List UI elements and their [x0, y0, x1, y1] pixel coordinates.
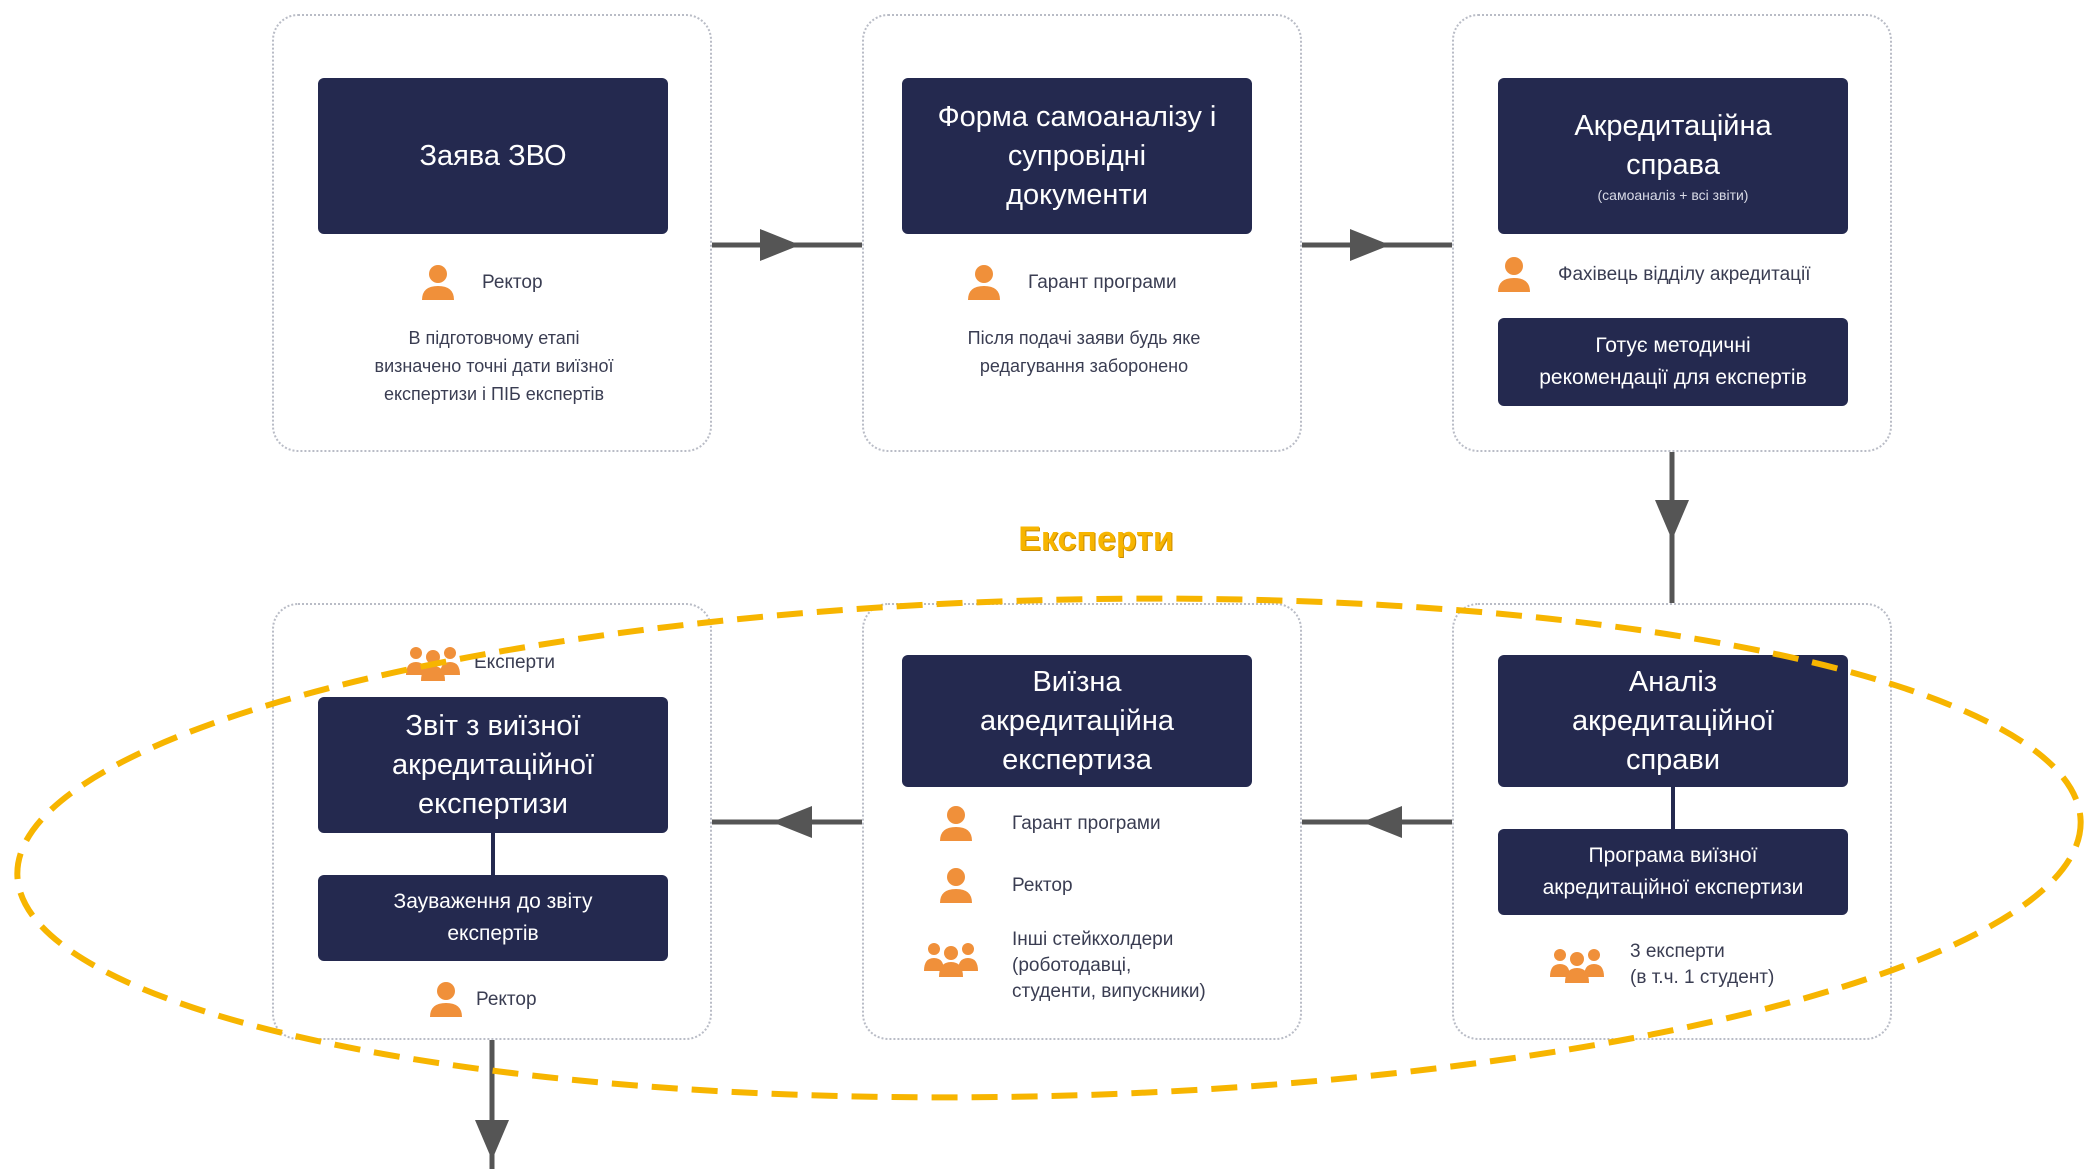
stage-5-role-2-label: Ректор: [1012, 875, 1073, 896]
stage-5-title-line: Виїзна: [1032, 665, 1122, 698]
stage-4-subbox-line: Програма виїзної: [1588, 844, 1758, 867]
arrow-2-to-3: [1302, 229, 1452, 261]
stage-3-subbox-line: рекомендації для експертів: [1539, 366, 1807, 389]
stage-3-title-line: Акредитаційна: [1574, 110, 1772, 142]
group-icon: [406, 647, 460, 681]
stage-4-group-label: 3 експерти (в т.ч. 1 студент): [1630, 939, 1774, 991]
stage-6-group: Експерти: [404, 645, 555, 681]
person-icon: [1498, 257, 1530, 292]
stage-5-title-line: експертиза: [1002, 743, 1152, 776]
stage-6-role: Ректор: [428, 981, 537, 1019]
stage-2-box: Форма самоаналізу і супровідні документи: [902, 78, 1252, 234]
stage-1-note: В підготовчому етапі визначено точні дат…: [294, 324, 694, 408]
stage-1-note-line: експертизи і ПІБ експертів: [383, 384, 605, 404]
stage-6-title-line: Звіт з виїзної: [405, 709, 581, 742]
stage-4-subbox: Програма виїзної акредитаційної експерти…: [1498, 829, 1848, 915]
stage-5-group: Інші стейкхолдери (роботодавці, студенти…: [922, 927, 1206, 1005]
stage-6-group-label: Експерти: [474, 652, 556, 673]
stage-1-role-label: Ректор: [482, 272, 543, 293]
stage-3-title-line: справа: [1626, 149, 1720, 181]
arrow-1-to-2: [712, 229, 862, 261]
stage-2-note-line: Після подачі заяви будь яке: [967, 328, 1201, 348]
stage-4-group-line: 3 експерти: [1630, 941, 1725, 962]
stage-4-group-line: (в т.ч. 1 студент): [1630, 967, 1775, 988]
stage-2-title-line: документи: [1006, 178, 1148, 211]
stage-2-title-line: Форма самоаналізу і: [937, 100, 1217, 133]
person-icon: [422, 265, 454, 300]
stage-5-role-1: Гарант програми: [938, 805, 1161, 843]
stage-3-box: Акредитаційна справа (самоаналіз + всі з…: [1498, 78, 1848, 234]
stage-4-subbox-line: акредитаційної експертизи: [1542, 876, 1804, 899]
stage-4-box: Аналіз акредитаційної справи: [1498, 655, 1848, 787]
stage-2-panel: Форма самоаналізу і супровідні документи…: [862, 14, 1302, 452]
stage-5-role-2: Ректор: [938, 867, 1073, 905]
stage-1-note-line: В підготовчому етапі: [408, 328, 580, 348]
stage-2-note-line: редагування заборонено: [979, 356, 1189, 376]
stage-6-box: Звіт з виїзної акредитаційної експертизи: [318, 697, 668, 833]
stage-2-role-label: Гарант програми: [1028, 272, 1177, 293]
stage-4-title-line: Аналіз: [1628, 665, 1718, 698]
stage-4-panel: Аналіз акредитаційної справи Програма ви…: [1452, 603, 1892, 1040]
stage-1-note-line: визначено точні дати виїзної: [374, 356, 614, 376]
stage-5-group-line: (роботодавці,: [1012, 955, 1132, 976]
stage-4-title-line: справи: [1625, 743, 1721, 776]
stage-2-title-line: супровідні: [1007, 139, 1147, 172]
stage-3-subbox: Готує методичні рекомендації для експерт…: [1498, 318, 1848, 406]
stage-1-panel: Заява ЗВО Ректор В підготовчому етапі ви…: [272, 14, 712, 452]
arrow-4-to-5: [1302, 806, 1452, 838]
stage-6-role-label: Ректор: [476, 989, 537, 1010]
stage-3-role-label: Фахівець відділу акредитації: [1558, 264, 1811, 285]
stage-3-subbox-line: Готує методичні: [1595, 334, 1751, 357]
stage-5-box: Виїзна акредитаційна експертиза: [902, 655, 1252, 787]
stage-2-note: Після подачі заяви будь яке редагування …: [884, 324, 1284, 380]
stage-5-group-label: Інші стейкхолдери (роботодавці, студенти…: [1012, 927, 1206, 1005]
stage-6-connector: [491, 833, 495, 875]
arrow-5-to-6: [712, 806, 862, 838]
stage-5-group-line: Інші стейкхолдери: [1012, 929, 1174, 950]
stage-1-box: Заява ЗВО: [318, 78, 668, 234]
stage-6-title-line: акредитаційної: [391, 748, 595, 781]
stage-4-title-line: акредитаційної: [1571, 704, 1775, 737]
person-icon: [968, 265, 1000, 300]
stage-6-subbox-line: Зауваження до звіту: [393, 890, 593, 913]
stage-3-panel: Акредитаційна справа (самоаналіз + всі з…: [1452, 14, 1892, 452]
group-icon: [924, 943, 978, 977]
stage-5-group-line: студенти, випускники): [1012, 981, 1206, 1002]
arrow-3-to-4: [1655, 452, 1689, 603]
stage-6-title-line: експертизи: [418, 787, 568, 820]
stage-5-title-line: акредитаційна: [979, 704, 1175, 737]
stage-2-role: Гарант програми: [966, 264, 1177, 302]
stage-6-panel: Експерти Звіт з виїзної акредитаційної е…: [272, 603, 712, 1040]
stage-3-subtitle: (самоаналіз + всі звіти): [1597, 187, 1749, 203]
person-icon: [430, 982, 462, 1017]
arrow-6-down: [475, 1040, 509, 1169]
group-icon: [1550, 949, 1604, 983]
stage-1-title: Заява ЗВО: [419, 139, 567, 172]
stage-3-role: Фахівець відділу акредитації: [1496, 256, 1811, 294]
experts-label: Експерти: [1018, 520, 1174, 558]
stage-4-connector: [1671, 787, 1675, 829]
stage-6-subbox-line: експертів: [447, 922, 539, 945]
person-icon: [940, 868, 972, 903]
person-icon: [940, 806, 972, 841]
stage-6-subbox: Зауваження до звіту експертів: [318, 875, 668, 961]
stage-5-role-1-label: Гарант програми: [1012, 813, 1161, 834]
stage-5-panel: Виїзна акредитаційна експертиза Гарант п…: [862, 603, 1302, 1040]
stage-1-role: Ректор: [420, 264, 543, 302]
stage-4-group: 3 експерти (в т.ч. 1 студент): [1548, 939, 1774, 991]
